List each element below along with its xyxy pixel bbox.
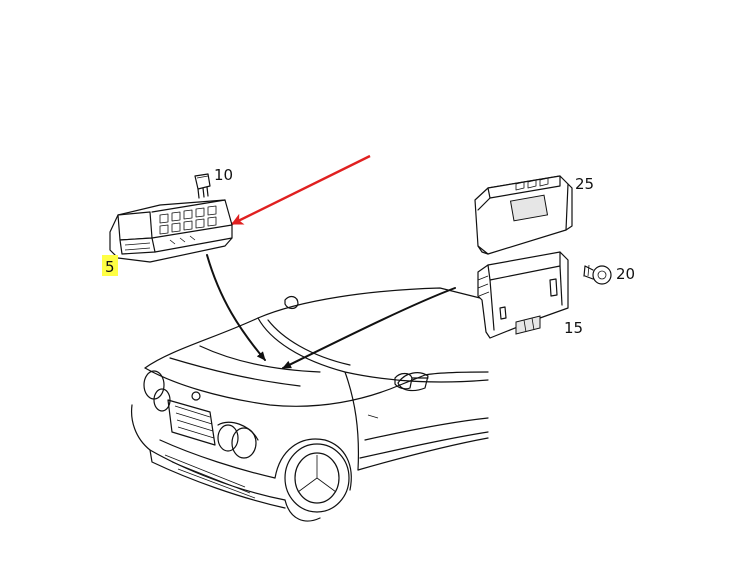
control-unit-module-icon bbox=[474, 175, 573, 255]
screw-icon bbox=[583, 264, 612, 285]
arrow-to-cowl bbox=[282, 287, 456, 369]
callout-10: 10 bbox=[214, 166, 233, 184]
car-front-outline-icon bbox=[130, 287, 489, 522]
callout-5-highlight bbox=[102, 255, 118, 276]
fuse-icon bbox=[194, 173, 211, 199]
red-pointer-arrow bbox=[231, 154, 371, 226]
callout-15: 15 bbox=[564, 319, 583, 337]
callout-25: 25 bbox=[575, 175, 594, 193]
callout-5: 5 bbox=[105, 258, 115, 276]
arrow-to-engine-bay bbox=[206, 254, 266, 361]
control-unit-bracket-icon bbox=[477, 251, 569, 339]
callout-20: 20 bbox=[616, 265, 635, 283]
fuse-relay-box-icon bbox=[109, 199, 233, 263]
